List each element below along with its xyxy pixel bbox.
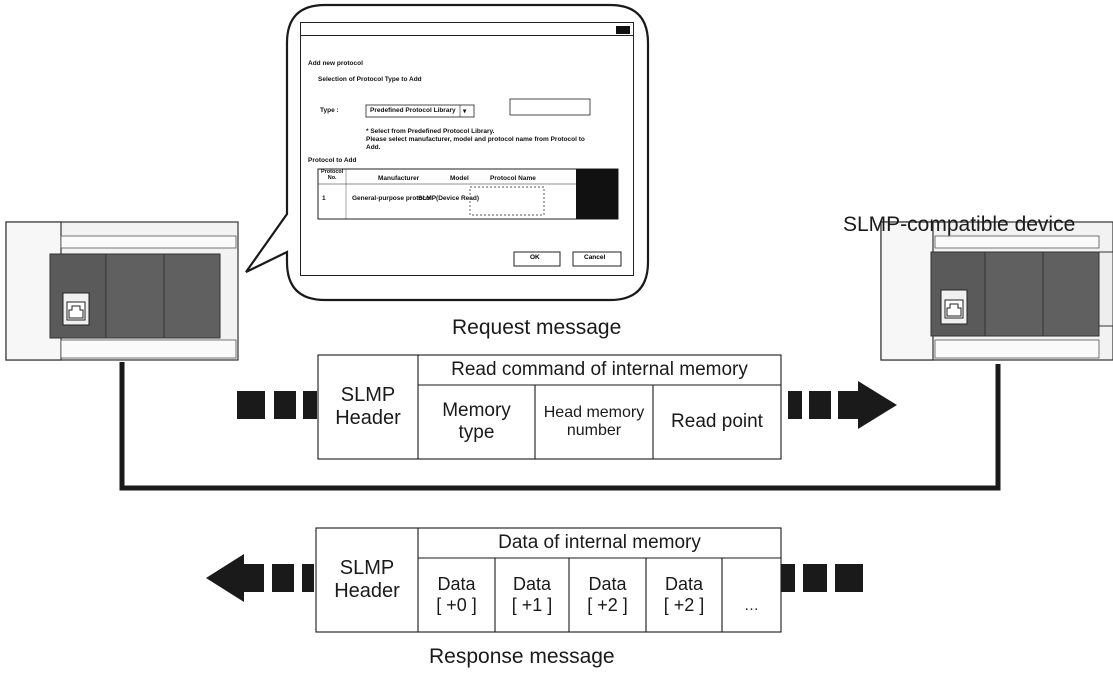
response-field-data-1: Data [ +1 ] — [511, 574, 553, 615]
response-field-ellipsis: … — [744, 597, 759, 615]
table-header-manufacturer: Manufacturer — [378, 175, 420, 182]
ok-button[interactable]: OK — [530, 254, 540, 261]
table-row-model[interactable]: SLMP(Device Read) — [418, 195, 480, 202]
response-field-data-0: Data [ +0 ] — [436, 574, 477, 615]
cancel-button[interactable]: Cancel — [584, 254, 606, 261]
dialog-hint: * Select from Predefined Protocol Librar… — [366, 128, 585, 152]
response-field-data-2: Data [ +2 ] — [587, 574, 628, 615]
connection-line — [119, 362, 1001, 491]
request-field-read-point: Read point — [671, 411, 763, 433]
response-caption: Response message — [429, 645, 615, 668]
request-slmp-header: SLMP Header — [335, 384, 401, 429]
response-slmp-header: SLMP Header — [334, 557, 400, 602]
dialog-protocol-to-add-label: Protocol to Add — [308, 157, 357, 164]
table-row-manufacturer[interactable]: General-purpose protocol — [352, 195, 432, 202]
table-header-protocol-name: Protocol Name — [490, 175, 536, 182]
response-message-table — [315, 527, 782, 633]
ethernet-port-icon — [62, 292, 90, 326]
dialog-type-select[interactable]: Predefined Protocol Library — [370, 107, 456, 114]
table-header-protocol-no: Protocol No. — [321, 169, 344, 181]
add-new-protocol-dialog: Add new protocol Selection of Protocol T… — [300, 22, 634, 276]
dialog-section-title: Selection of Protocol Type to Add — [318, 76, 422, 83]
request-caption: Request message — [452, 316, 622, 339]
dialog-type-label: Type : — [320, 107, 339, 114]
dialog-frame — [300, 22, 634, 276]
request-field-head-memory-number: Head memory number — [543, 403, 645, 439]
ethernet-port-icon — [940, 289, 968, 325]
request-message-table — [317, 354, 782, 460]
request-arrow — [237, 381, 897, 429]
right-plc — [880, 221, 1113, 361]
response-arrow — [206, 554, 863, 602]
table-row-no[interactable]: 1 — [322, 195, 326, 202]
chevron-down-icon: ▾ — [463, 108, 467, 115]
request-field-memory-type: Memory type — [442, 400, 511, 443]
response-group-title: Data of internal memory — [498, 532, 701, 554]
device-label: SLMP-compatible device — [843, 213, 1076, 236]
response-field-data-3: Data [ +2 ] — [663, 574, 705, 615]
left-plc — [5, 221, 239, 361]
request-group-title: Read command of internal memory — [451, 359, 748, 381]
dialog-title: Add new protocol — [308, 60, 363, 67]
table-header-model: Model — [450, 175, 469, 182]
